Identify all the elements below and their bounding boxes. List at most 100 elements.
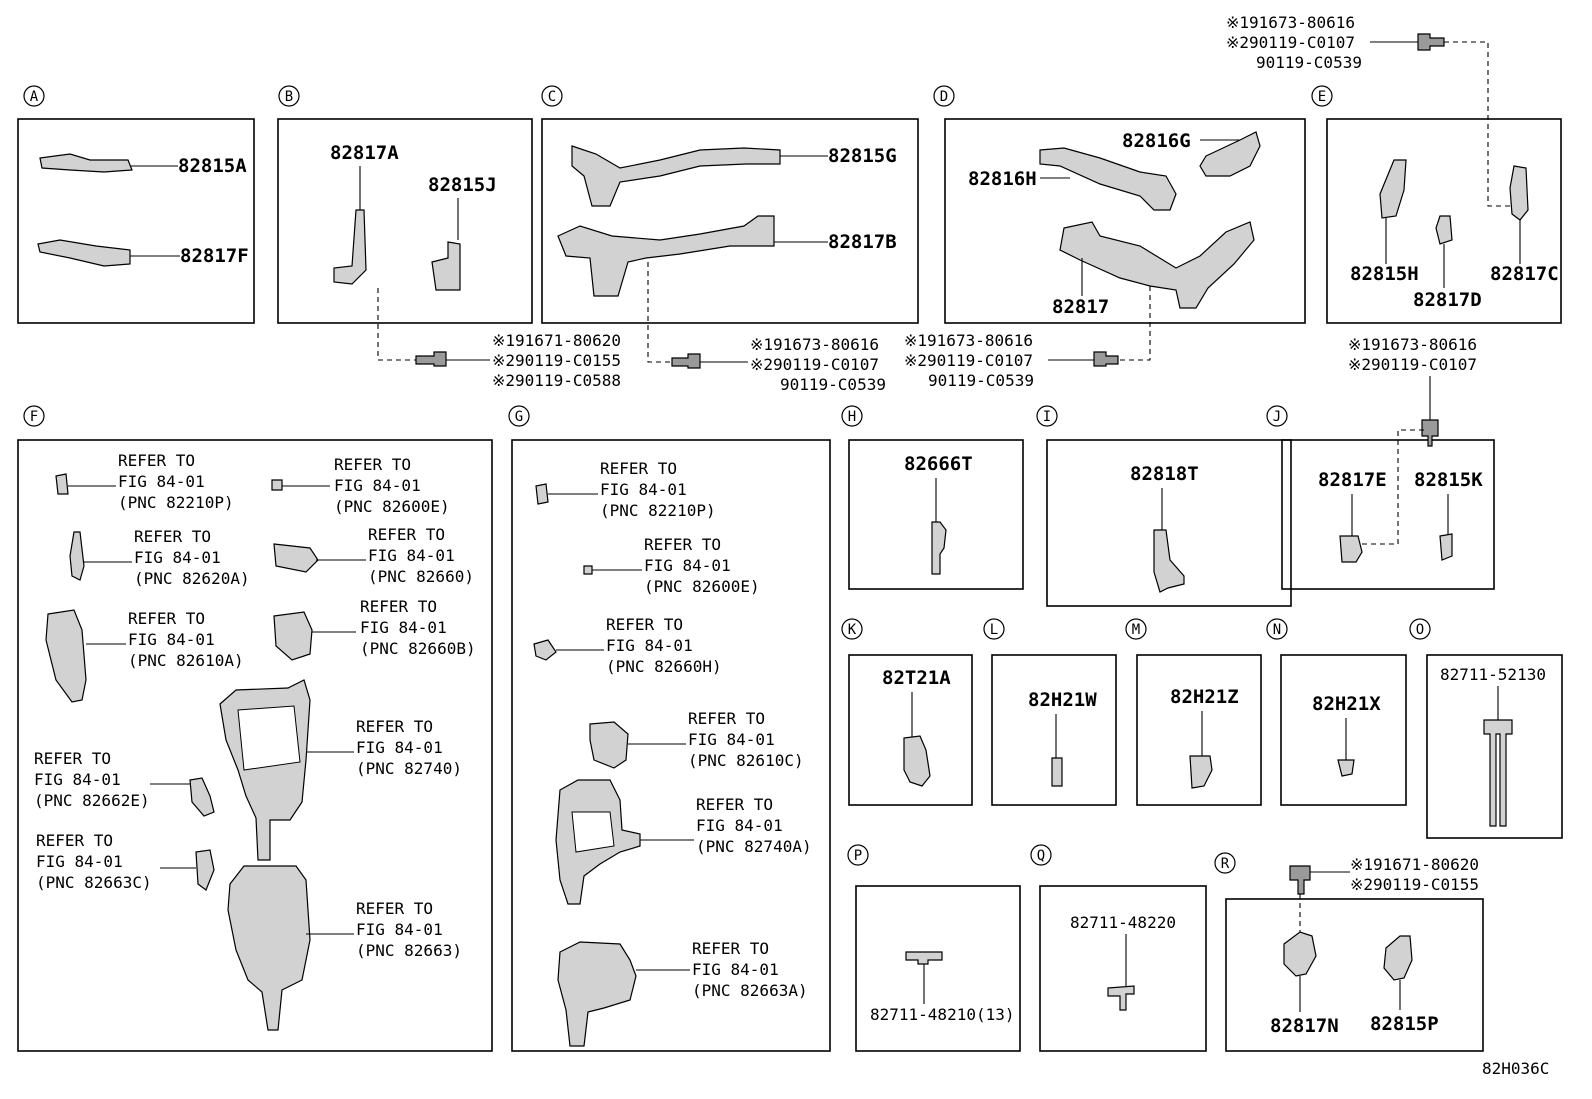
part-number: 82817E xyxy=(1318,469,1387,491)
svg-text:FIG 84-01: FIG 84-01 xyxy=(696,816,783,835)
svg-text:※191673-80616: ※191673-80616 xyxy=(750,335,879,354)
svg-text:REFER TO: REFER TO xyxy=(600,459,677,478)
section-box-b xyxy=(277,118,533,324)
svg-text:REFER TO: REFER TO xyxy=(368,525,445,544)
harness-part-icon xyxy=(535,483,549,505)
svg-text:(PNC 82663A): (PNC 82663A) xyxy=(692,981,808,1000)
svg-text:90119-C0539: 90119-C0539 xyxy=(1256,53,1362,72)
part-number: 82817C xyxy=(1490,263,1559,285)
svg-text:(PNC 82660B): (PNC 82660B) xyxy=(360,639,476,658)
svg-text:(PNC 82660H): (PNC 82660H) xyxy=(606,657,722,676)
svg-text:※290119-C0155: ※290119-C0155 xyxy=(492,351,621,370)
svg-text:REFER TO: REFER TO xyxy=(134,527,211,546)
svg-text:※290119-C0107: ※290119-C0107 xyxy=(750,355,879,374)
svg-text:I: I xyxy=(1043,409,1051,425)
section-h: 82666T xyxy=(904,453,973,575)
bolt-icon xyxy=(1093,351,1119,367)
harness-part-icon xyxy=(273,611,313,661)
svg-text:REFER TO: REFER TO xyxy=(356,899,433,918)
svg-text:FIG 84-01: FIG 84-01 xyxy=(356,738,443,757)
section-letter-p: P xyxy=(847,844,869,866)
bracket-part-icon xyxy=(1153,529,1185,593)
svg-text:J: J xyxy=(1273,409,1281,425)
svg-text:REFER TO: REFER TO xyxy=(360,597,437,616)
section-box-n xyxy=(1280,654,1407,806)
section-letter-q: Q xyxy=(1030,844,1052,866)
diagram-code: 82H036C xyxy=(1482,1059,1549,1078)
bolt-icon xyxy=(1421,419,1439,447)
section-p: 82711-48210(13) xyxy=(870,951,1015,1024)
svg-text:M: M xyxy=(1132,622,1140,638)
bracket-part-icon xyxy=(1509,165,1529,221)
bracket-part-icon xyxy=(1379,159,1407,219)
svg-text:FIG 84-01: FIG 84-01 xyxy=(606,636,693,655)
section-box-f xyxy=(17,439,493,1052)
section-letters: A B C D E F G H I J K L M N O P Q R xyxy=(23,85,1431,874)
svg-text:R: R xyxy=(1221,856,1230,872)
harness-part-icon xyxy=(55,473,69,495)
section-box-g xyxy=(511,439,831,1052)
part-number: 82666T xyxy=(904,453,973,475)
svg-text:※290119-C0155: ※290119-C0155 xyxy=(1350,875,1479,894)
bracket-part-icon xyxy=(219,679,311,861)
bracket-part-icon xyxy=(1339,535,1363,563)
part-number: 82817N xyxy=(1270,1015,1339,1037)
section-box-l xyxy=(991,654,1117,806)
svg-text:N: N xyxy=(1273,622,1281,638)
fastener-d: ※191673-80616 ※290119-C0107 90119-C0539 xyxy=(904,331,1034,390)
svg-text:O: O xyxy=(1416,622,1424,638)
section-box-c xyxy=(541,118,919,324)
harness-part-icon xyxy=(583,565,593,575)
svg-text:(PNC 82660): (PNC 82660) xyxy=(368,567,474,586)
harness-part-icon xyxy=(69,531,85,581)
section-c: 82815G 82817B xyxy=(557,145,897,369)
part-number: 82815H xyxy=(1350,263,1419,285)
part-number: 82817B xyxy=(828,231,897,253)
svg-text:FIG 84-01: FIG 84-01 xyxy=(36,852,123,871)
svg-text:(PNC 82663C): (PNC 82663C) xyxy=(36,873,152,892)
harness-part-icon xyxy=(273,543,319,573)
section-i: 82818T xyxy=(1130,463,1199,593)
part-number: 82H21W xyxy=(1028,689,1097,711)
svg-text:FIG 84-01: FIG 84-01 xyxy=(368,546,455,565)
part-number: 82818T xyxy=(1130,463,1199,485)
svg-text:Q: Q xyxy=(1037,848,1045,864)
svg-text:K: K xyxy=(848,622,857,638)
section-box-o xyxy=(1426,654,1563,839)
section-letter-a: A xyxy=(23,85,45,107)
svg-text:FIG 84-01: FIG 84-01 xyxy=(600,480,687,499)
section-letter-n: N xyxy=(1266,618,1288,640)
harness-part-icon xyxy=(195,849,215,891)
svg-text:(PNC 82663): (PNC 82663) xyxy=(356,941,462,960)
svg-text:FIG 84-01: FIG 84-01 xyxy=(34,770,121,789)
svg-text:(PNC 82600E): (PNC 82600E) xyxy=(334,497,450,516)
section-letter-g: G xyxy=(508,405,530,427)
fastener-b: ※191671-80620 ※290119-C0155 ※290119-C058… xyxy=(492,331,621,390)
fastener-j: ※191673-80616 ※290119-C0107 xyxy=(1348,335,1477,447)
bracket-part-icon xyxy=(1039,147,1177,211)
harness-part-icon xyxy=(533,639,557,661)
bracket-part-icon xyxy=(931,521,947,575)
svg-text:(PNC 82210P): (PNC 82210P) xyxy=(118,493,234,512)
bracket-part-icon xyxy=(37,239,131,267)
svg-text:B: B xyxy=(285,89,293,105)
bracket-part-icon xyxy=(227,865,311,1031)
section-box-r xyxy=(1225,898,1484,1052)
section-letter-b: B xyxy=(278,85,300,107)
section-letter-f: F xyxy=(23,405,45,427)
part-number: 82815K xyxy=(1414,469,1483,491)
svg-text:※290119-C0588: ※290119-C0588 xyxy=(492,371,621,390)
section-k: 82T21A xyxy=(882,667,951,787)
svg-text:※290119-C0107: ※290119-C0107 xyxy=(904,351,1033,370)
bolt-icon xyxy=(1417,33,1445,51)
section-box-k xyxy=(848,654,973,806)
section-letter-m: M xyxy=(1125,618,1147,640)
svg-text:90119-C0539: 90119-C0539 xyxy=(780,375,886,394)
svg-text:FIG 84-01: FIG 84-01 xyxy=(692,960,779,979)
section-letter-h: H xyxy=(841,405,863,427)
svg-text:※191673-80616: ※191673-80616 xyxy=(1226,13,1355,32)
svg-text:(PNC 82740): (PNC 82740) xyxy=(356,759,462,778)
section-boxes xyxy=(17,118,1563,1052)
harness-part-icon xyxy=(1107,985,1135,1011)
